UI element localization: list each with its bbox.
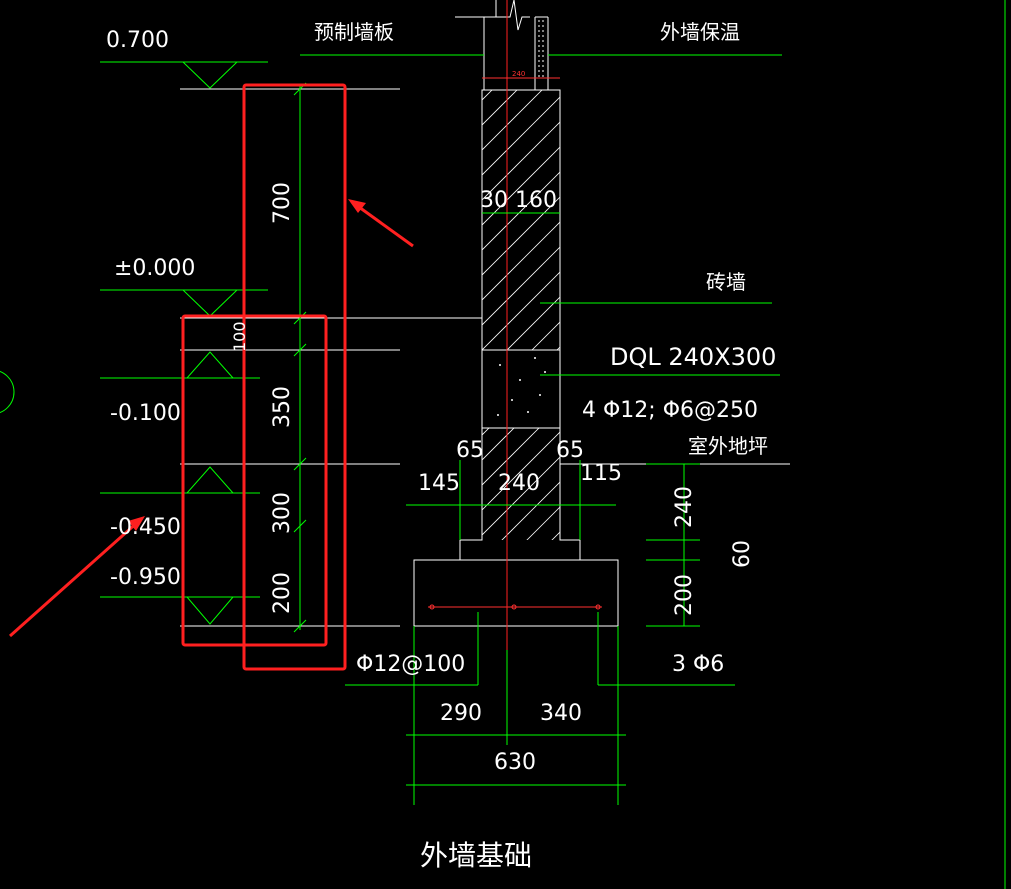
strip-footing [413, 559, 619, 627]
elevation-0-700: 0.700 [106, 28, 169, 53]
dim-200: 200 [270, 572, 295, 614]
dim-340: 340 [540, 701, 582, 726]
dim-100: 100 [230, 321, 249, 352]
label-dist-rebar: 3 Φ6 [672, 652, 725, 677]
label-outdoor-ground: 室外地坪 [688, 434, 768, 458]
dim-65-right: 65 [556, 438, 584, 463]
right-dimensions [646, 463, 700, 627]
label-brick-wall: 砖墙 [706, 270, 746, 294]
elevation-minus-0-950: -0.950 [110, 565, 181, 590]
label-dql: DQL 240X300 [610, 343, 777, 371]
label-ext-insulation: 外墙保温 [660, 20, 740, 44]
grid-bubble [0, 370, 15, 414]
dim-300: 300 [270, 492, 295, 534]
leader-lines [345, 302, 780, 686]
dim-right-200: 200 [672, 574, 697, 616]
dim-right-240: 240 [672, 486, 697, 528]
left-dimension-chain [293, 82, 307, 633]
elevation-markers [182, 61, 238, 625]
red-annotations [9, 83, 414, 671]
label-bottom-rebar: Φ12@100 [356, 652, 466, 677]
horizontal-dimensions [406, 212, 626, 805]
dim-145: 145 [418, 471, 460, 496]
elevation-minus-0-450: -0.450 [110, 515, 181, 540]
dim-630: 630 [494, 750, 536, 775]
dim-240-small: 240 [512, 70, 526, 78]
label-precast-panel: 预制墙板 [314, 20, 394, 44]
elevation-minus-0-100: -0.100 [110, 401, 181, 426]
dim-30-160: 30 160 [480, 188, 557, 213]
dim-700: 700 [270, 182, 295, 224]
concrete-speckle [497, 357, 546, 416]
elevation-0-000: ±0.000 [114, 256, 196, 281]
drawing-title: 外墙基础 [420, 839, 533, 872]
dim-115: 115 [580, 461, 622, 486]
dim-350: 350 [270, 386, 295, 428]
label-dql-rebar: 4 Φ12; Φ6@250 [582, 398, 759, 423]
dim-240: 240 [498, 471, 540, 496]
elevation-lines [100, 61, 482, 627]
wall-section [300, 0, 782, 650]
dim-290: 290 [440, 701, 482, 726]
dim-65-left: 65 [456, 438, 484, 463]
dim-right-60: 60 [730, 540, 755, 568]
